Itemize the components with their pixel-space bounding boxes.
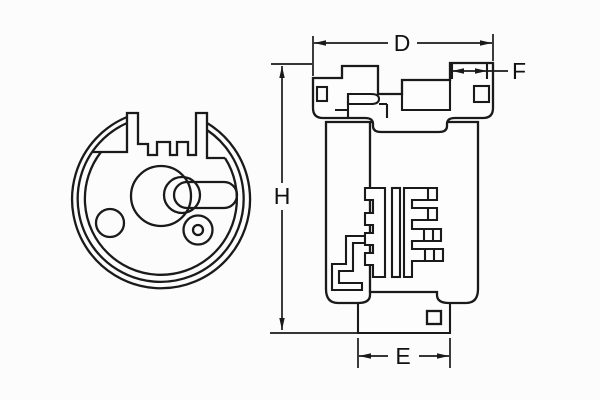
d-arrowhead-left — [314, 40, 326, 46]
inner-rim-arc — [76, 121, 245, 284]
dimension-label-f: F — [512, 58, 526, 84]
cap-left-square-hole — [315, 85, 329, 103]
cap-right-square-hole — [472, 84, 491, 104]
outer-rim-arc — [70, 115, 252, 290]
canister-body — [324, 120, 480, 305]
terminal-tip-dividers — [422, 188, 436, 261]
cap-top-view — [70, 111, 252, 290]
outlet-port — [356, 298, 452, 335]
cap-tongue-detail — [346, 92, 381, 106]
cap-center-block-lines — [400, 80, 452, 112]
d-extension-lines — [312, 34, 494, 76]
small-port-circle — [94, 207, 126, 239]
e-arrowhead-right — [437, 353, 449, 359]
filter-side-view — [311, 61, 495, 335]
pin-boss-inner-circle — [191, 223, 205, 237]
toothed-bar — [363, 186, 387, 279]
castellated-chord — [93, 111, 225, 160]
dimension-e: E — [357, 338, 451, 369]
f-arrowhead-right — [475, 68, 487, 74]
step-bracket — [330, 234, 372, 292]
e-arrowhead-left — [359, 353, 371, 359]
h-extension-lines — [270, 63, 357, 334]
center-bore-circle — [129, 164, 193, 228]
pin-boss-outer-circle — [182, 214, 214, 246]
dimension-d: D — [312, 30, 494, 76]
dimension-label-d: D — [394, 30, 411, 56]
h-arrowhead-top — [279, 66, 285, 78]
offset-bore-circle — [162, 175, 202, 215]
h-arrowhead-bottom — [279, 318, 285, 330]
outlet-port-hole — [425, 309, 443, 326]
inner-bar — [390, 186, 402, 279]
d-arrowhead-right — [480, 40, 492, 46]
dimension-h: H — [270, 63, 357, 334]
slot-stadium-outline — [172, 180, 239, 210]
cap-ledge-lines — [335, 94, 389, 118]
e-extension-lines — [357, 338, 451, 368]
dimension-f: F — [452, 58, 526, 84]
f-arrowhead-left — [452, 68, 464, 74]
plate-edge-arc — [83, 151, 239, 276]
dimension-label-e: E — [395, 343, 410, 369]
dimension-label-h: H — [274, 183, 291, 209]
dimension-annotations: D H F E — [270, 30, 526, 369]
